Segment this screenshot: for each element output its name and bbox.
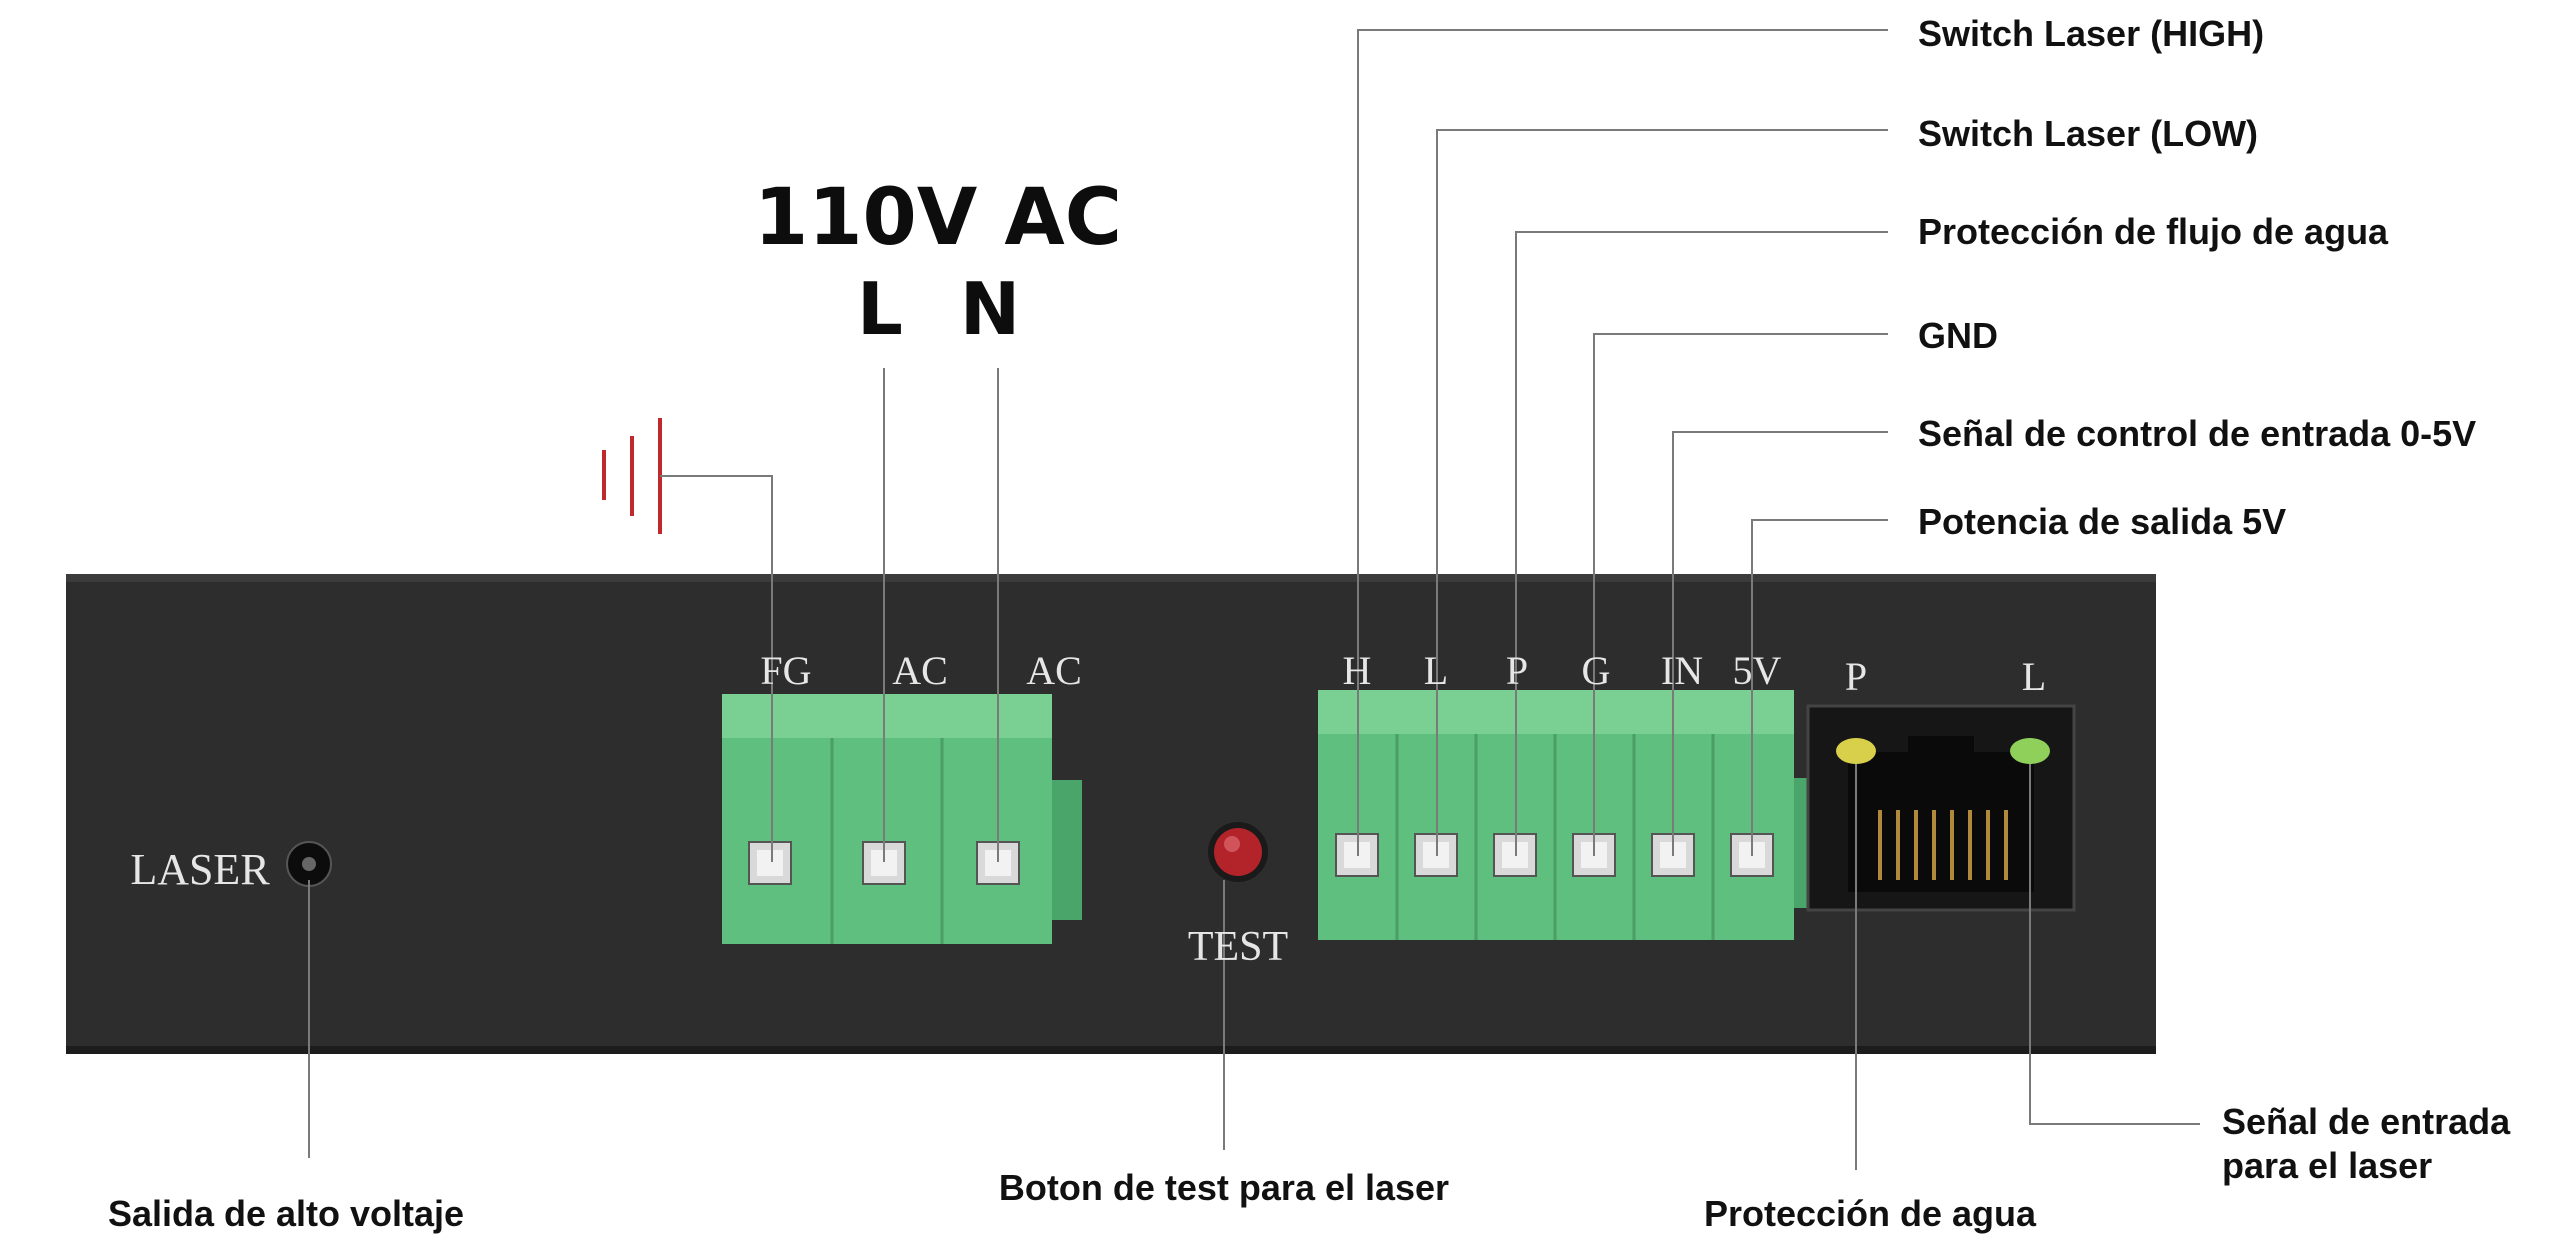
test-button-icon[interactable] [1208,822,1268,882]
callout-switch-high: Switch Laser (HIGH) [1918,13,2264,54]
label-rj45-l: L [2022,654,2046,699]
leader-lines [308,29,2200,1170]
label-test: TEST [1188,924,1288,970]
label-5v: 5V [1733,648,1782,693]
callout-switch-low: Switch Laser (LOW) [1918,113,2258,154]
power-n-label: N [960,267,1020,351]
ac-terminal-labels: FG AC AC [760,648,1081,693]
label-h: H [1343,648,1372,693]
label-l: L [1424,648,1448,693]
callout-5v-output: Potencia de salida 5V [1918,501,2286,542]
rj45-labels: P L [1845,654,2046,699]
callout-laser-signal-1: Señal de entrada [2222,1101,2511,1142]
callout-laser-signal-2: para el laser [2222,1145,2432,1186]
label-fg: FG [760,648,811,693]
rj45-port-icon [1806,704,2076,912]
label-ac-1: AC [892,648,948,693]
signal-terminal-labels: H L P G IN 5V [1343,648,1782,693]
callout-gnd: GND [1918,315,1998,356]
label-laser: LASER [130,845,270,894]
power-header: 110V AC L N [754,173,1122,351]
ac-screw-fg [748,841,792,885]
label-in: IN [1661,648,1703,693]
label-ac-2: AC [1026,648,1082,693]
power-title: 110V AC [754,173,1122,263]
power-l-label: L [857,267,903,351]
laser-output-jack-icon [286,841,332,887]
ground-symbol-icon [602,418,662,534]
label-g: G [1582,648,1611,693]
callout-control-signal: Señal de control de entrada 0-5V [1918,413,2476,454]
callout-water-flow: Protección de flujo de agua [1918,211,2389,252]
led-yellow-icon [1836,738,1876,764]
ac-terminal-block [722,694,1082,944]
right-callouts: Switch Laser (HIGH) Switch Laser (LOW) P… [1918,13,2476,542]
label-rj45-p: P [1845,654,1867,699]
label-p: P [1506,648,1528,693]
bottom-callouts: Salida de alto voltaje Boton de test par… [108,1101,2511,1234]
led-green-icon [2010,738,2050,764]
callout-water-protection: Protección de agua [1704,1193,2037,1234]
signal-terminal-block [1318,690,1818,940]
callout-test-button: Boton de test para el laser [999,1167,1449,1208]
callout-high-voltage: Salida de alto voltaje [108,1193,464,1234]
